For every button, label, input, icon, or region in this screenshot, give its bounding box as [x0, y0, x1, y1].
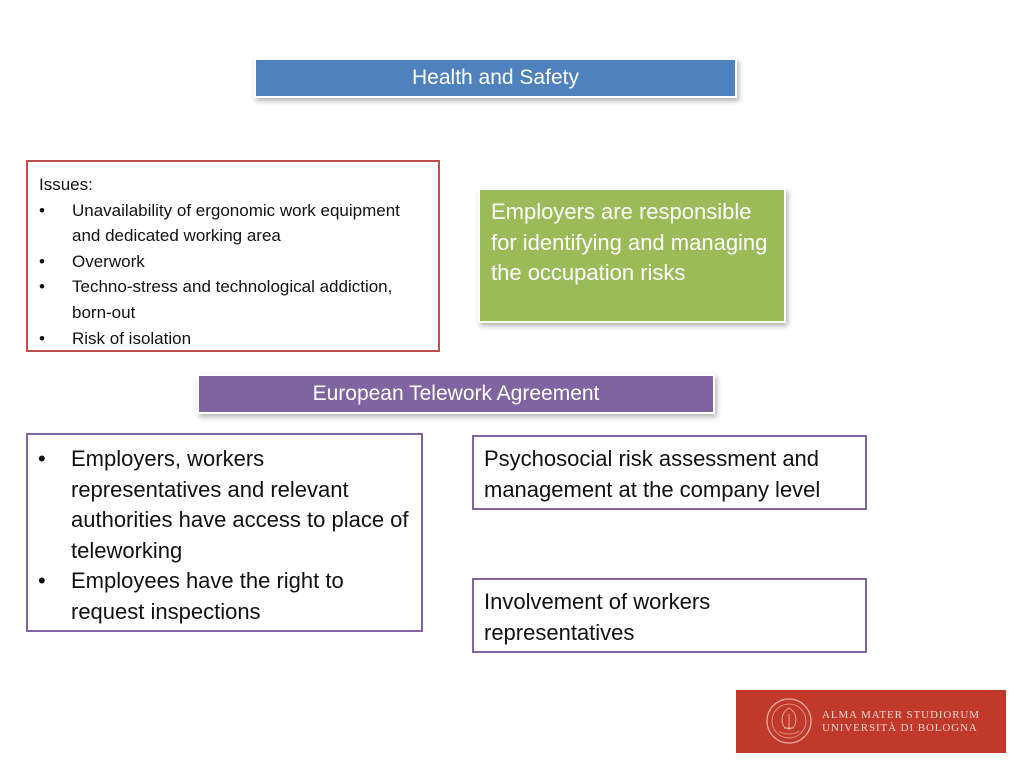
access-rights-box: Employers, workers representatives and r…: [26, 433, 423, 632]
employers-responsibility-box: Employers are responsible for identifyin…: [478, 188, 786, 323]
issues-box: Issues: Unavailability of ergonomic work…: [26, 160, 440, 352]
employers-responsibility-text: Employers are responsible for identifyin…: [491, 199, 768, 286]
issues-heading: Issues:: [39, 175, 93, 194]
university-wordmark: ALMA MATER STUDIORUM UNIVERSITÀ DI BOLOG…: [822, 709, 980, 734]
university-seal-icon: [766, 698, 812, 744]
workers-involvement-box: Involvement of workers representatives: [472, 578, 867, 653]
psychosocial-risk-box: Psychosocial risk assessment and managem…: [472, 435, 867, 510]
issue-item: Unavailability of ergonomic work equipme…: [39, 198, 428, 249]
issue-item: Techno-stress and technological addictio…: [39, 274, 428, 325]
university-wordmark-line2: UNIVERSITÀ DI BOLOGNA: [822, 721, 978, 734]
european-telework-agreement-banner: European Telework Agreement: [197, 374, 715, 414]
access-rights-item: Employers, workers representatives and r…: [38, 444, 411, 566]
issue-item: Risk of isolation: [39, 326, 428, 352]
health-safety-banner: Health and Safety: [254, 58, 737, 98]
access-rights-list: Employers, workers representatives and r…: [38, 444, 411, 628]
psychosocial-risk-text: Psychosocial risk assessment and managem…: [484, 446, 821, 502]
issues-list: Unavailability of ergonomic work equipme…: [39, 198, 428, 352]
european-telework-agreement-label: European Telework Agreement: [312, 382, 600, 405]
university-wordmark-line1: ALMA MATER STUDIORUM: [822, 709, 980, 721]
issue-item: Overwork: [39, 249, 428, 275]
access-rights-item: Employees have the right to request insp…: [38, 566, 411, 627]
health-safety-label: Health and Safety: [412, 66, 579, 89]
workers-involvement-text: Involvement of workers representatives: [484, 589, 711, 645]
